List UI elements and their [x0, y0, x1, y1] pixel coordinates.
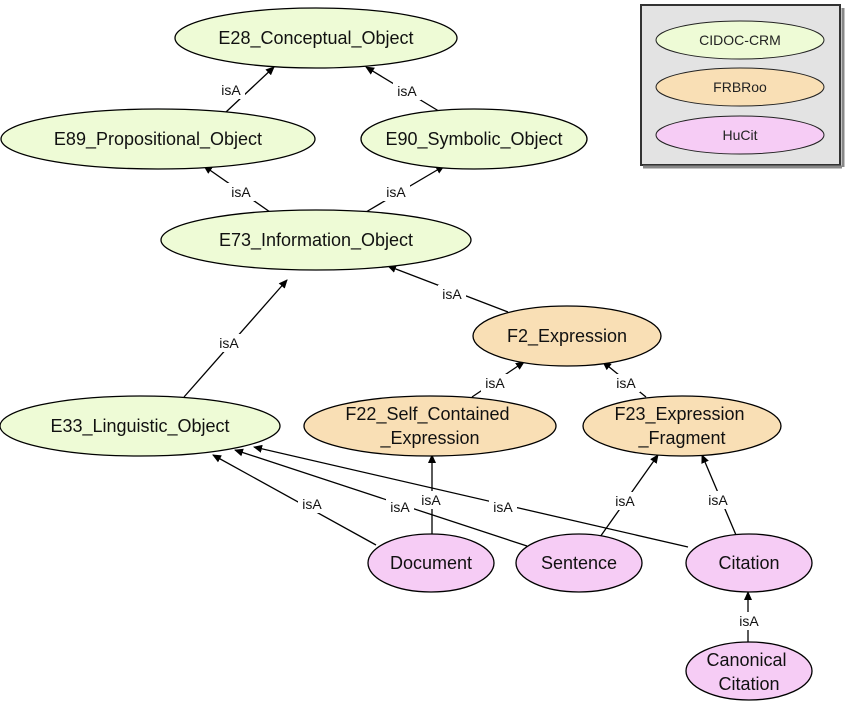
legend-swatch-hucit [655, 115, 825, 155]
node-e33-label: E33_Linguistic_Object [50, 416, 229, 437]
node-e28-ellipse [174, 7, 458, 69]
node-f2-label: F2_Expression [507, 326, 627, 347]
edge-label-citation-e33: isA [493, 499, 513, 515]
node-e73-ellipse [160, 209, 472, 271]
node-f22-label-line2: _Expression [379, 428, 479, 449]
edge-label-e89-e28: isA [221, 82, 241, 98]
node-canonical-label-line1: Canonical [706, 650, 786, 670]
edge-sentence-e33 [234, 448, 528, 547]
edge-label-bg [481, 374, 509, 392]
edge-label-document-f22: isA [421, 492, 441, 508]
node-e33-ellipse [0, 395, 281, 457]
edge-label-bg [438, 285, 466, 303]
edge-label-e33-e73: isA [219, 335, 239, 351]
node-f23-label-line1: F23_Expression [614, 404, 744, 425]
edge-label-bg [417, 491, 445, 509]
edge-label-document-e33: isA [302, 496, 322, 512]
edge-label-bg [611, 492, 639, 510]
node-citation-ellipse [685, 533, 813, 593]
node-f23-label-line2: _Fragment [637, 428, 725, 449]
node-e90-label: E90_Symbolic_Object [385, 129, 562, 150]
node-e73-label: E73_Information_Object [219, 230, 413, 251]
edge-citation-e33 [253, 444, 689, 548]
node-sentence-label: Sentence [541, 553, 617, 573]
node-document-ellipse [367, 533, 495, 593]
node-e28-label: E28_Conceptual_Object [218, 28, 413, 49]
node-canonical-label-line2: Citation [718, 674, 779, 694]
node-citation-label: Citation [718, 553, 779, 573]
edge-label-f22-f2: isA [485, 375, 505, 391]
edge-label-e73-e89: isA [231, 184, 251, 200]
legend: CIDOC-CRM FRBRoo HuCit [640, 4, 845, 169]
edge-label-sentence-e33: isA [390, 499, 410, 515]
node-e90-ellipse [360, 108, 588, 170]
edge-document-e33 [212, 454, 377, 546]
edge-label-sentence-f23: isA [615, 493, 635, 509]
legend-label-hucit: HuCit [722, 127, 757, 143]
node-e89-label: E89_Propositional_Object [54, 129, 262, 150]
edge-label-f23-f2: isA [616, 375, 636, 391]
edge-label-e73-e90: isA [386, 184, 406, 200]
node-f22-label: F22_Self_Contained _Expression [345, 404, 514, 449]
legend-label-frbroo: FRBRoo [713, 79, 767, 95]
edge-label-e90-e28: isA [397, 83, 417, 99]
legend-label-cidoc: CIDOC-CRM [699, 32, 781, 48]
nodes: E28_Conceptual_Object E89_Propositional_… [0, 7, 813, 701]
legend-swatch-frbroo [655, 67, 825, 107]
edge-label-f2-e73: isA [442, 286, 462, 302]
node-f22-ellipse [303, 395, 557, 457]
edge-label-bg [227, 183, 255, 201]
node-sentence-ellipse [515, 533, 643, 593]
edge-label-bg [489, 498, 517, 516]
edge-label-bg [382, 183, 410, 201]
edge-label-bg [386, 498, 414, 516]
node-f2-ellipse [472, 305, 662, 367]
node-f23-label: F23_Expression _Fragment [614, 404, 749, 449]
node-e89-ellipse [0, 108, 316, 170]
legend-swatch-cidoc [655, 20, 825, 60]
edges: isA isA isA isA isA isA isA isA isA [183, 66, 763, 643]
edge-label-bg [735, 612, 763, 630]
node-document-label: Document [390, 553, 472, 573]
node-f22-label-line1: F22_Self_Contained [345, 404, 509, 425]
edge-label-canonical-citation: isA [739, 613, 759, 629]
edge-label-bg [704, 491, 732, 509]
edge-e89-e28 [225, 66, 275, 113]
node-canonical-label: Canonical Citation [706, 650, 791, 694]
node-f23-ellipse [582, 395, 782, 457]
edge-label-bg [298, 495, 326, 513]
node-canonical-ellipse [685, 641, 813, 701]
edge-label-citation-f23: isA [708, 492, 728, 508]
edge-label-bg [217, 81, 245, 99]
edge-label-bg [612, 374, 640, 392]
edge-label-bg [215, 334, 243, 352]
edge-label-bg [393, 82, 421, 100]
